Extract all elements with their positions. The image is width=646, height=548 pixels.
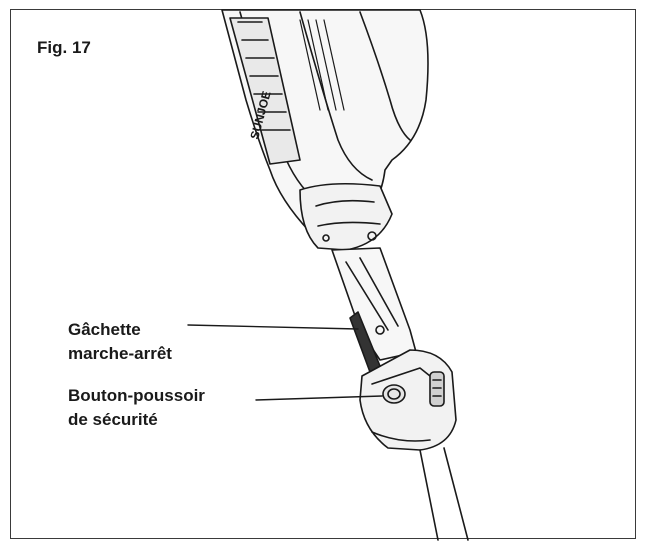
callout-on-off-trigger: Gâchette marche-arrêt bbox=[68, 318, 172, 366]
safety-button bbox=[382, 384, 406, 404]
trigger-leader-line bbox=[187, 324, 359, 330]
callout-trigger-line1: Gâchette bbox=[68, 320, 141, 339]
button-leader-line bbox=[255, 395, 383, 401]
callout-safety-button: Bouton-poussoir de sécurité bbox=[68, 384, 205, 432]
callout-button-line1: Bouton-poussoir bbox=[68, 386, 205, 405]
lock-knob bbox=[429, 371, 445, 407]
handle-collar bbox=[299, 182, 393, 251]
callout-trigger-line2: marche-arrêt bbox=[68, 344, 172, 363]
lower-shaft bbox=[419, 449, 439, 541]
battery-pack bbox=[229, 17, 301, 165]
handle-grip bbox=[331, 247, 417, 361]
callout-button-line2: de sécurité bbox=[68, 410, 158, 429]
figure-label: Fig. 17 bbox=[37, 38, 91, 57]
